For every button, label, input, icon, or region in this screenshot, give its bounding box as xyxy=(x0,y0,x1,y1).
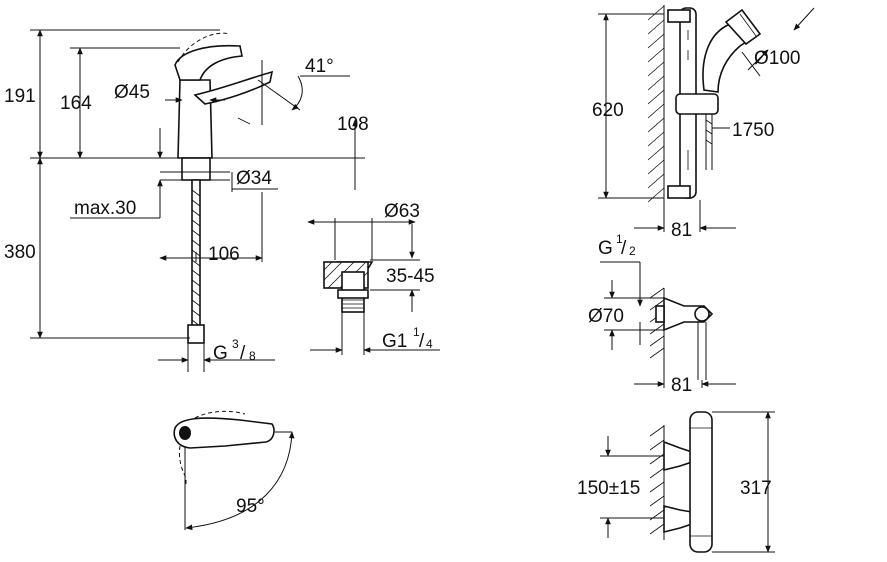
elbow-thread-g-label: G xyxy=(598,238,613,259)
dim-handshower-diameter: Ø100 xyxy=(754,48,800,69)
dim-elbow-thread: G 1 / 2 xyxy=(598,232,636,259)
basin-mixer-side-view xyxy=(30,29,365,372)
svg-text:/: / xyxy=(240,343,246,364)
wall-outlet-elbow xyxy=(600,261,736,388)
dim-spout-angle: 41° xyxy=(305,56,334,77)
thread-denominator: 8 xyxy=(249,349,256,363)
dim-mixer-height-total: 191 xyxy=(4,86,36,107)
thermostat-mixer xyxy=(600,411,775,553)
thread-numerator: 3 xyxy=(232,337,239,351)
dim-thermostat-centers: 150±15 xyxy=(577,478,640,499)
dim-handle-rotation: 95° xyxy=(236,496,265,517)
waste-fitting xyxy=(307,218,440,355)
dim-rail-projection: 81 xyxy=(671,220,692,241)
shower-rail-set xyxy=(598,5,815,232)
elbow-thread-denominator: 2 xyxy=(629,244,636,258)
dim-rail-height: 620 xyxy=(592,100,624,121)
dim-max-deck-thickness: max.30 xyxy=(74,198,136,219)
dim-tail-diameter: Ø34 xyxy=(236,168,272,189)
dim-spout-reach: 108 xyxy=(337,114,369,135)
dim-mixer-thread: G 3 / 8 xyxy=(213,337,256,364)
waste-thread-numerator: 1 xyxy=(413,325,420,339)
dim-waste-range: 35-45 xyxy=(386,266,435,287)
svg-text:/: / xyxy=(621,238,627,259)
thread-g-label: G xyxy=(213,343,228,364)
waste-thread-g-label: G1 xyxy=(382,331,407,352)
mixer-plan-view xyxy=(173,410,295,531)
dim-waste-diameter: Ø63 xyxy=(384,201,420,222)
dim-hose-length: 380 xyxy=(4,242,36,263)
dim-elbow-diameter: Ø70 xyxy=(588,306,624,327)
dim-elbow-projection: 81 xyxy=(671,375,692,396)
waste-thread-denominator: 4 xyxy=(426,337,433,351)
dim-mixer-body-diameter: Ø45 xyxy=(114,82,150,103)
dim-waste-thread: G1 1 / 4 xyxy=(382,325,433,352)
elbow-thread-numerator: 1 xyxy=(616,232,623,246)
dim-mixer-height-spout: 164 xyxy=(60,93,92,114)
dim-shower-hose-length: 1750 xyxy=(732,120,774,141)
dim-connection-offset: 106 xyxy=(208,244,240,265)
svg-text:/: / xyxy=(419,331,425,352)
dim-thermostat-length: 317 xyxy=(740,478,772,499)
